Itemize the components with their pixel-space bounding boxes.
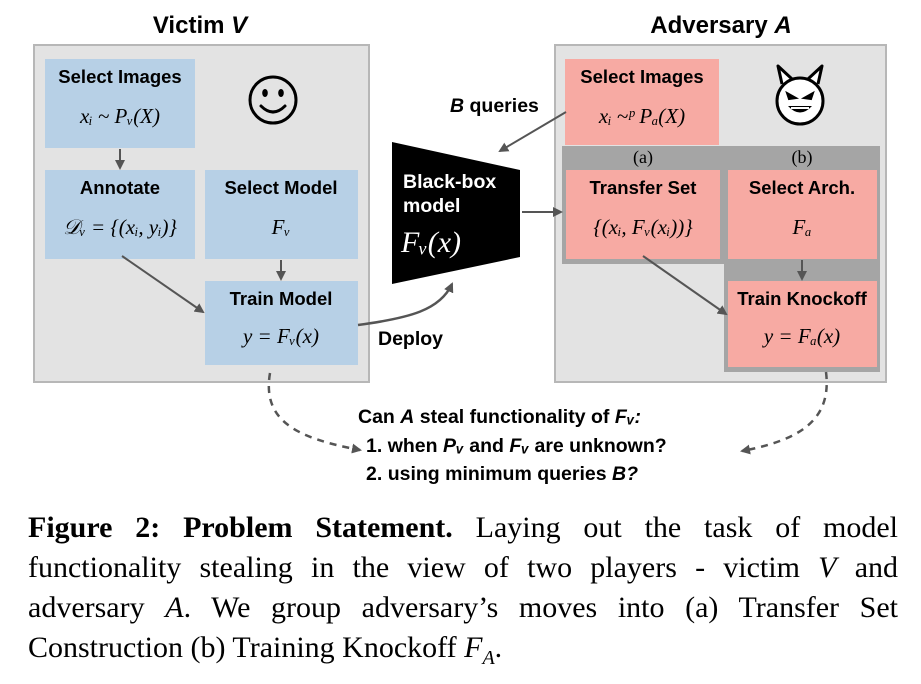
group-a-label: (a) (633, 147, 653, 168)
caption-var-fa: F (464, 631, 483, 664)
question-line-2: 2. using minimum queries B? (366, 463, 638, 485)
victim-annotate-title: Annotate (80, 177, 160, 198)
black-box-model (392, 142, 520, 284)
adversary-train-knockoff-title: Train Knockoff (737, 288, 867, 309)
caption-var-a: A (165, 591, 184, 624)
victim-select-model-formula: Fᵥ (271, 215, 291, 239)
question-line-0: Can A steal functionality of Fᵥ: (358, 406, 641, 428)
victim-panel-title: Victim V (153, 12, 249, 39)
dashed-arrow-victim-to-question (267, 372, 362, 454)
black-box-label-line2: model (403, 195, 460, 217)
victim-select-images-box (45, 59, 195, 148)
caption-text-1: Laying out the task of model functionali… (28, 511, 899, 584)
smiley-face-icon (248, 75, 298, 125)
b-queries-label: B queries (450, 95, 539, 117)
adversary-panel-title: Adversary A (650, 12, 791, 39)
adversary-select-arch-box (728, 170, 877, 259)
victim-annotate-box (45, 170, 195, 259)
caption-label: Figure 2: (28, 511, 161, 544)
victim-train-model-box (205, 281, 358, 365)
group-b-label: (b) (792, 147, 813, 168)
dashed-arrow-adversary-to-question (740, 371, 828, 455)
adversary-transfer-set-title: Transfer Set (590, 177, 697, 198)
arrow-transfer-to-knockoff (642, 255, 728, 316)
adversary-train-knockoff-formula: y = Fₐ(x) (762, 324, 840, 348)
adversary-select-images-box (565, 59, 719, 145)
caption-text-2: and adversary (28, 551, 899, 624)
figure-caption: Figure 2: Problem Statement. Laying out … (28, 508, 898, 678)
adversary-select-images-title: Select Images (580, 66, 703, 87)
caption-text-4: . (494, 631, 503, 664)
arrow-queries (498, 111, 567, 153)
victim-annotate-formula: 𝒟ᵥ = {(xᵢ, yᵢ)} (63, 215, 177, 239)
victim-train-model-formula: y = Fᵥ(x) (241, 324, 319, 348)
victim-train-model-title: Train Model (230, 288, 333, 309)
adversary-transfer-set-formula: {(xᵢ, Fᵥ(xᵢ))} (593, 215, 693, 239)
arrow-deploy (357, 282, 454, 327)
caption-title: Problem Statement. (183, 511, 453, 544)
victim-select-model-title: Select Model (224, 177, 337, 198)
victim-select-images-title: Select Images (58, 66, 181, 87)
devil-face-icon (775, 64, 825, 126)
adversary-transfer-set-box (566, 170, 720, 259)
victim-select-images-formula: xᵢ ~ Pᵥ(X) (79, 104, 160, 128)
adversary-select-images-formula: xᵢ ~ᵖ Pₐ(X) (598, 104, 685, 128)
deploy-label: Deploy (378, 328, 443, 350)
adversary-select-arch-title: Select Arch. (749, 177, 855, 198)
adversary-select-arch-formula: Fₐ (792, 215, 812, 239)
black-box-label-line1: Black-box (403, 171, 496, 193)
caption-text-3: . We group adversary’s moves into (a) Tr… (28, 591, 899, 664)
adversary-train-knockoff-box (728, 281, 877, 367)
question-line-1: 1. when Pᵥ and Fᵥ are unknown? (366, 435, 667, 457)
arrow-annotate-to-train (121, 255, 205, 314)
caption-var-v: V (818, 551, 837, 584)
victim-select-model-box (205, 170, 358, 259)
black-box-formula: Fᵥ(x) (400, 226, 461, 259)
caption-var-fa-sub: A (482, 647, 495, 669)
